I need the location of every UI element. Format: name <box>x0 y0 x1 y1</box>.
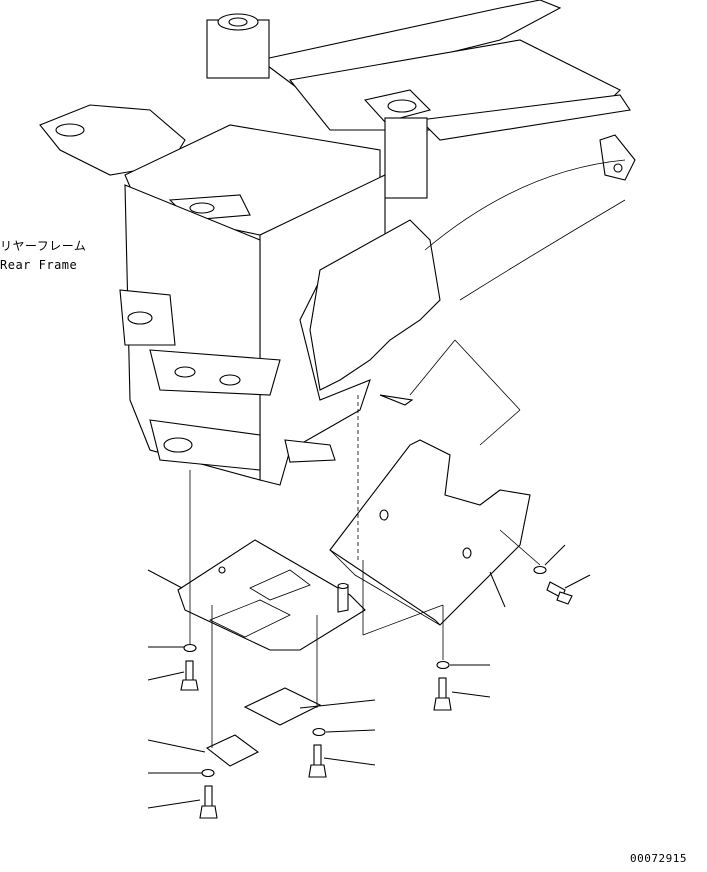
bolts <box>180 581 573 819</box>
leader-lines <box>147 544 591 809</box>
small-cover-plate-right <box>243 687 322 726</box>
frame-outline-curve <box>424 159 626 301</box>
drawing-number: 00072915 <box>630 852 687 865</box>
small-cover-plate-left <box>205 734 260 767</box>
rear-frame-label-en: Rear Frame <box>0 258 78 272</box>
bottom-cover-plate <box>177 539 366 651</box>
side-guard-plate <box>329 394 531 626</box>
rear-frame-label-jp: リヤーフレーム <box>0 239 87 253</box>
assembly-lines <box>189 339 541 748</box>
rear-frame-assembly <box>39 0 636 486</box>
